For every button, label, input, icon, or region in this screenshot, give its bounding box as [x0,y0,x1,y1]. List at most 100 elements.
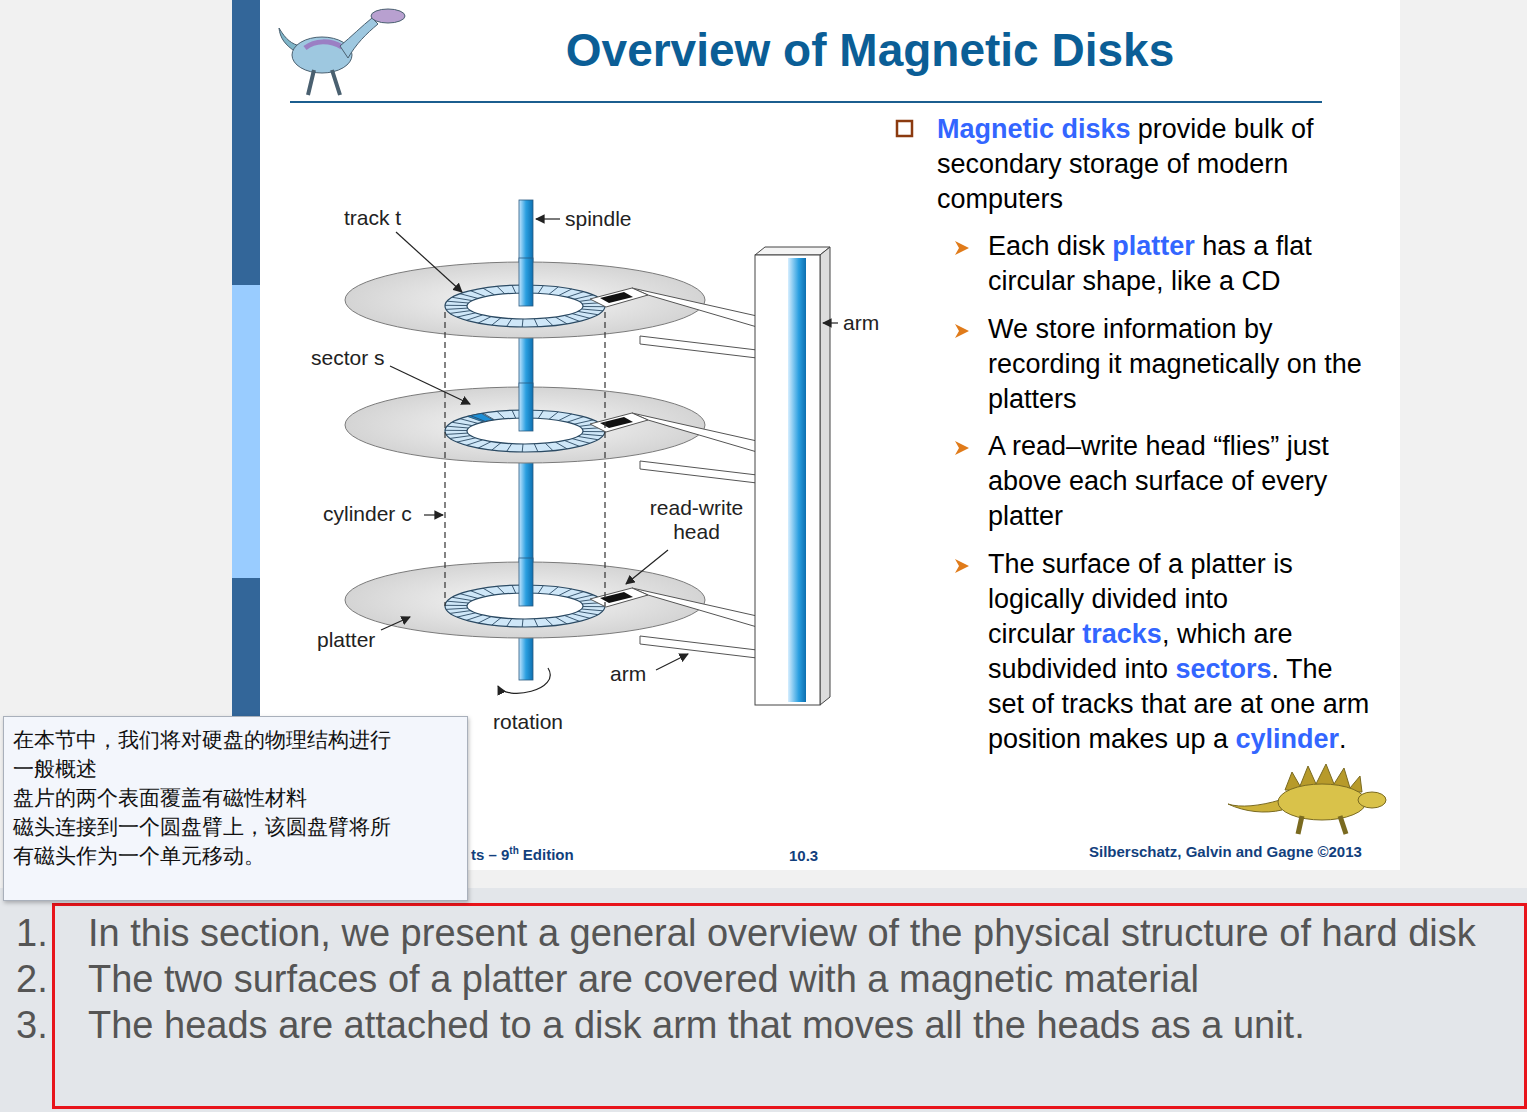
part-label: arm [843,311,879,335]
sector-divider [478,442,491,448]
sector-divider [549,587,558,594]
disk-arm [632,413,757,452]
sector-divider [534,619,538,627]
sector-divider [483,588,495,595]
footer-text: ts – 9 [471,846,509,863]
sector-divider [452,422,472,425]
spindle [519,558,533,606]
callout-number: 1. [16,910,48,956]
sector-divider [478,617,491,623]
bottom-ground [0,888,1527,1112]
sector-divider [470,291,485,297]
sector-divider [497,586,505,594]
footer-text: Edition [523,846,574,863]
sector-divider [445,605,467,606]
keyword-text: sectors [1175,654,1271,684]
dino-neck [340,18,378,58]
sector-divider [507,619,512,627]
dino-head [371,9,405,23]
bullet-text: Each disk [988,231,1105,261]
sector-divider [578,436,598,439]
sector-divider [452,297,472,300]
sector-divider [583,306,605,307]
sector-divider [446,308,468,309]
head-plate [590,413,648,432]
bullet-text: A read–write head “flies” just above eac… [988,431,1329,531]
leader-line [424,514,443,515]
sector-divider [582,434,603,436]
sector-divider [512,410,516,418]
sector-divider [556,442,568,449]
sector-divider [470,591,485,597]
sector-divider [559,589,572,595]
sector-divider [559,289,572,295]
sector-divider [447,426,468,428]
sector-divider [572,439,590,444]
sector-divider [446,608,468,609]
rotation-arrow [498,668,550,693]
bullet-text: . [1339,724,1347,754]
leader-line [656,654,688,670]
sector-divider [450,436,471,439]
bullet-item: We store information by recording it mag… [988,312,1373,417]
sector-divider [492,443,501,450]
part-label: read-write head [644,496,749,544]
sector-divider [447,601,468,603]
bullet-item: Magnetic disksprovide bulk of secondary … [937,112,1362,217]
sector-divider [565,316,580,322]
spindle [519,258,533,306]
part-label: sector s [311,346,385,370]
sector-divider [583,431,605,432]
title-rule [290,101,1322,103]
sector-divider [467,315,483,320]
keyword-text: tracks [1082,619,1162,649]
side-bar [232,285,260,578]
disk-arm [640,636,757,658]
side-bar [232,0,260,285]
part-label: rotation [493,710,563,734]
sector-divider [507,444,512,452]
slide-title: Overview of Magnetic Disks [380,22,1360,78]
sector-divider [450,611,471,614]
spindle [519,383,533,431]
sector-divider [507,319,512,327]
sector-divider [549,412,558,419]
sector-divider [538,411,543,419]
part-label: spindle [565,207,632,231]
dino-body [1278,784,1366,820]
callout-number: 2. [16,956,48,1002]
sector-divider [578,311,598,314]
sector-divider [457,438,476,442]
sector-divider [565,441,580,447]
sector-divider [460,594,478,599]
dinosaur-icon [1228,764,1386,834]
sector-divider [582,609,603,611]
sector-divider [538,586,543,594]
sector-divider [522,444,524,452]
dinosaur-icon [279,9,405,95]
callout-number: 3. [16,1002,48,1048]
sector-divider [572,614,590,619]
sector-divider [567,592,583,597]
sector-divider [483,413,495,420]
sector-divider [460,419,478,424]
sector-divider [522,619,524,627]
sector-divider [460,294,478,299]
sector-divider [567,292,583,297]
leader-line [536,218,560,219]
sector-divider [538,286,543,294]
footer-line: ts – 9th Edition [471,846,771,864]
part-label: track t [344,206,401,230]
dino-head [1358,792,1386,808]
sector-divider [565,616,580,622]
translation-line: 盘片的两个表面覆盖有磁性材料 [13,783,405,812]
sector-divider [467,615,483,620]
note-line: In this section, we present a general ov… [88,910,1512,956]
footer-text: th [509,845,518,856]
sector-divider [483,288,495,295]
sector-divider [478,317,491,323]
part-label: arm [610,662,646,686]
sector-divider [583,606,605,607]
disk-arm [640,336,757,358]
footer-text: 10.3 [789,847,818,865]
